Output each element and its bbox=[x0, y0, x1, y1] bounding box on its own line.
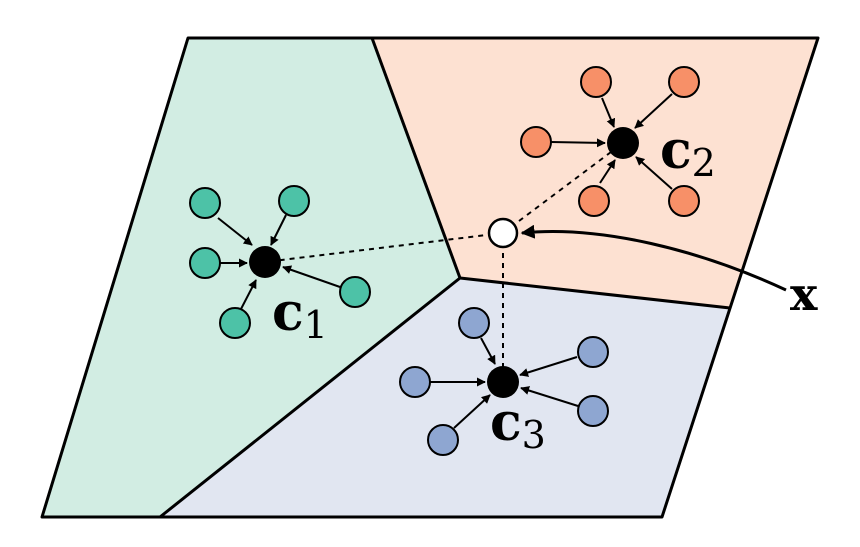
data-point bbox=[189, 187, 221, 219]
outer-border bbox=[40, 36, 820, 519]
cluster-c2-arrows bbox=[550, 93, 673, 190]
region-c2 bbox=[372, 38, 818, 308]
label-c2: c2 bbox=[660, 120, 716, 185]
data-point bbox=[427, 424, 459, 456]
region-c1 bbox=[42, 38, 460, 517]
centroid-c2 bbox=[607, 127, 639, 159]
data-point bbox=[458, 307, 490, 339]
data-point bbox=[399, 366, 431, 398]
cluster-c3-arrows bbox=[430, 337, 579, 429]
label-c1: c1 bbox=[272, 282, 328, 347]
data-point bbox=[219, 307, 251, 339]
label-c3: c3 bbox=[490, 392, 546, 457]
centroid-c1 bbox=[249, 246, 281, 278]
data-point bbox=[668, 66, 700, 98]
cluster-c1-arrows bbox=[217, 214, 341, 310]
data-point bbox=[578, 185, 610, 217]
query-pointer-arrow bbox=[520, 224, 787, 292]
query-point-x bbox=[487, 217, 519, 249]
data-point bbox=[339, 276, 371, 308]
cluster-c2-points bbox=[520, 66, 700, 217]
data-point bbox=[520, 126, 552, 158]
distance-x-c2 bbox=[502, 142, 624, 234]
data-point bbox=[580, 66, 612, 98]
boundary-c1-c2 bbox=[370, 37, 462, 279]
data-point bbox=[189, 247, 221, 279]
boundary-c1-c3 bbox=[159, 276, 461, 519]
centroid-c3 bbox=[487, 366, 519, 398]
data-point bbox=[668, 185, 700, 217]
cluster-c3-points bbox=[399, 307, 609, 456]
data-point bbox=[278, 185, 310, 217]
label-x: x bbox=[790, 267, 818, 321]
boundary-c2-c3 bbox=[459, 276, 731, 310]
cluster-c1-points bbox=[189, 185, 371, 339]
data-point bbox=[577, 336, 609, 368]
data-point bbox=[577, 395, 609, 427]
